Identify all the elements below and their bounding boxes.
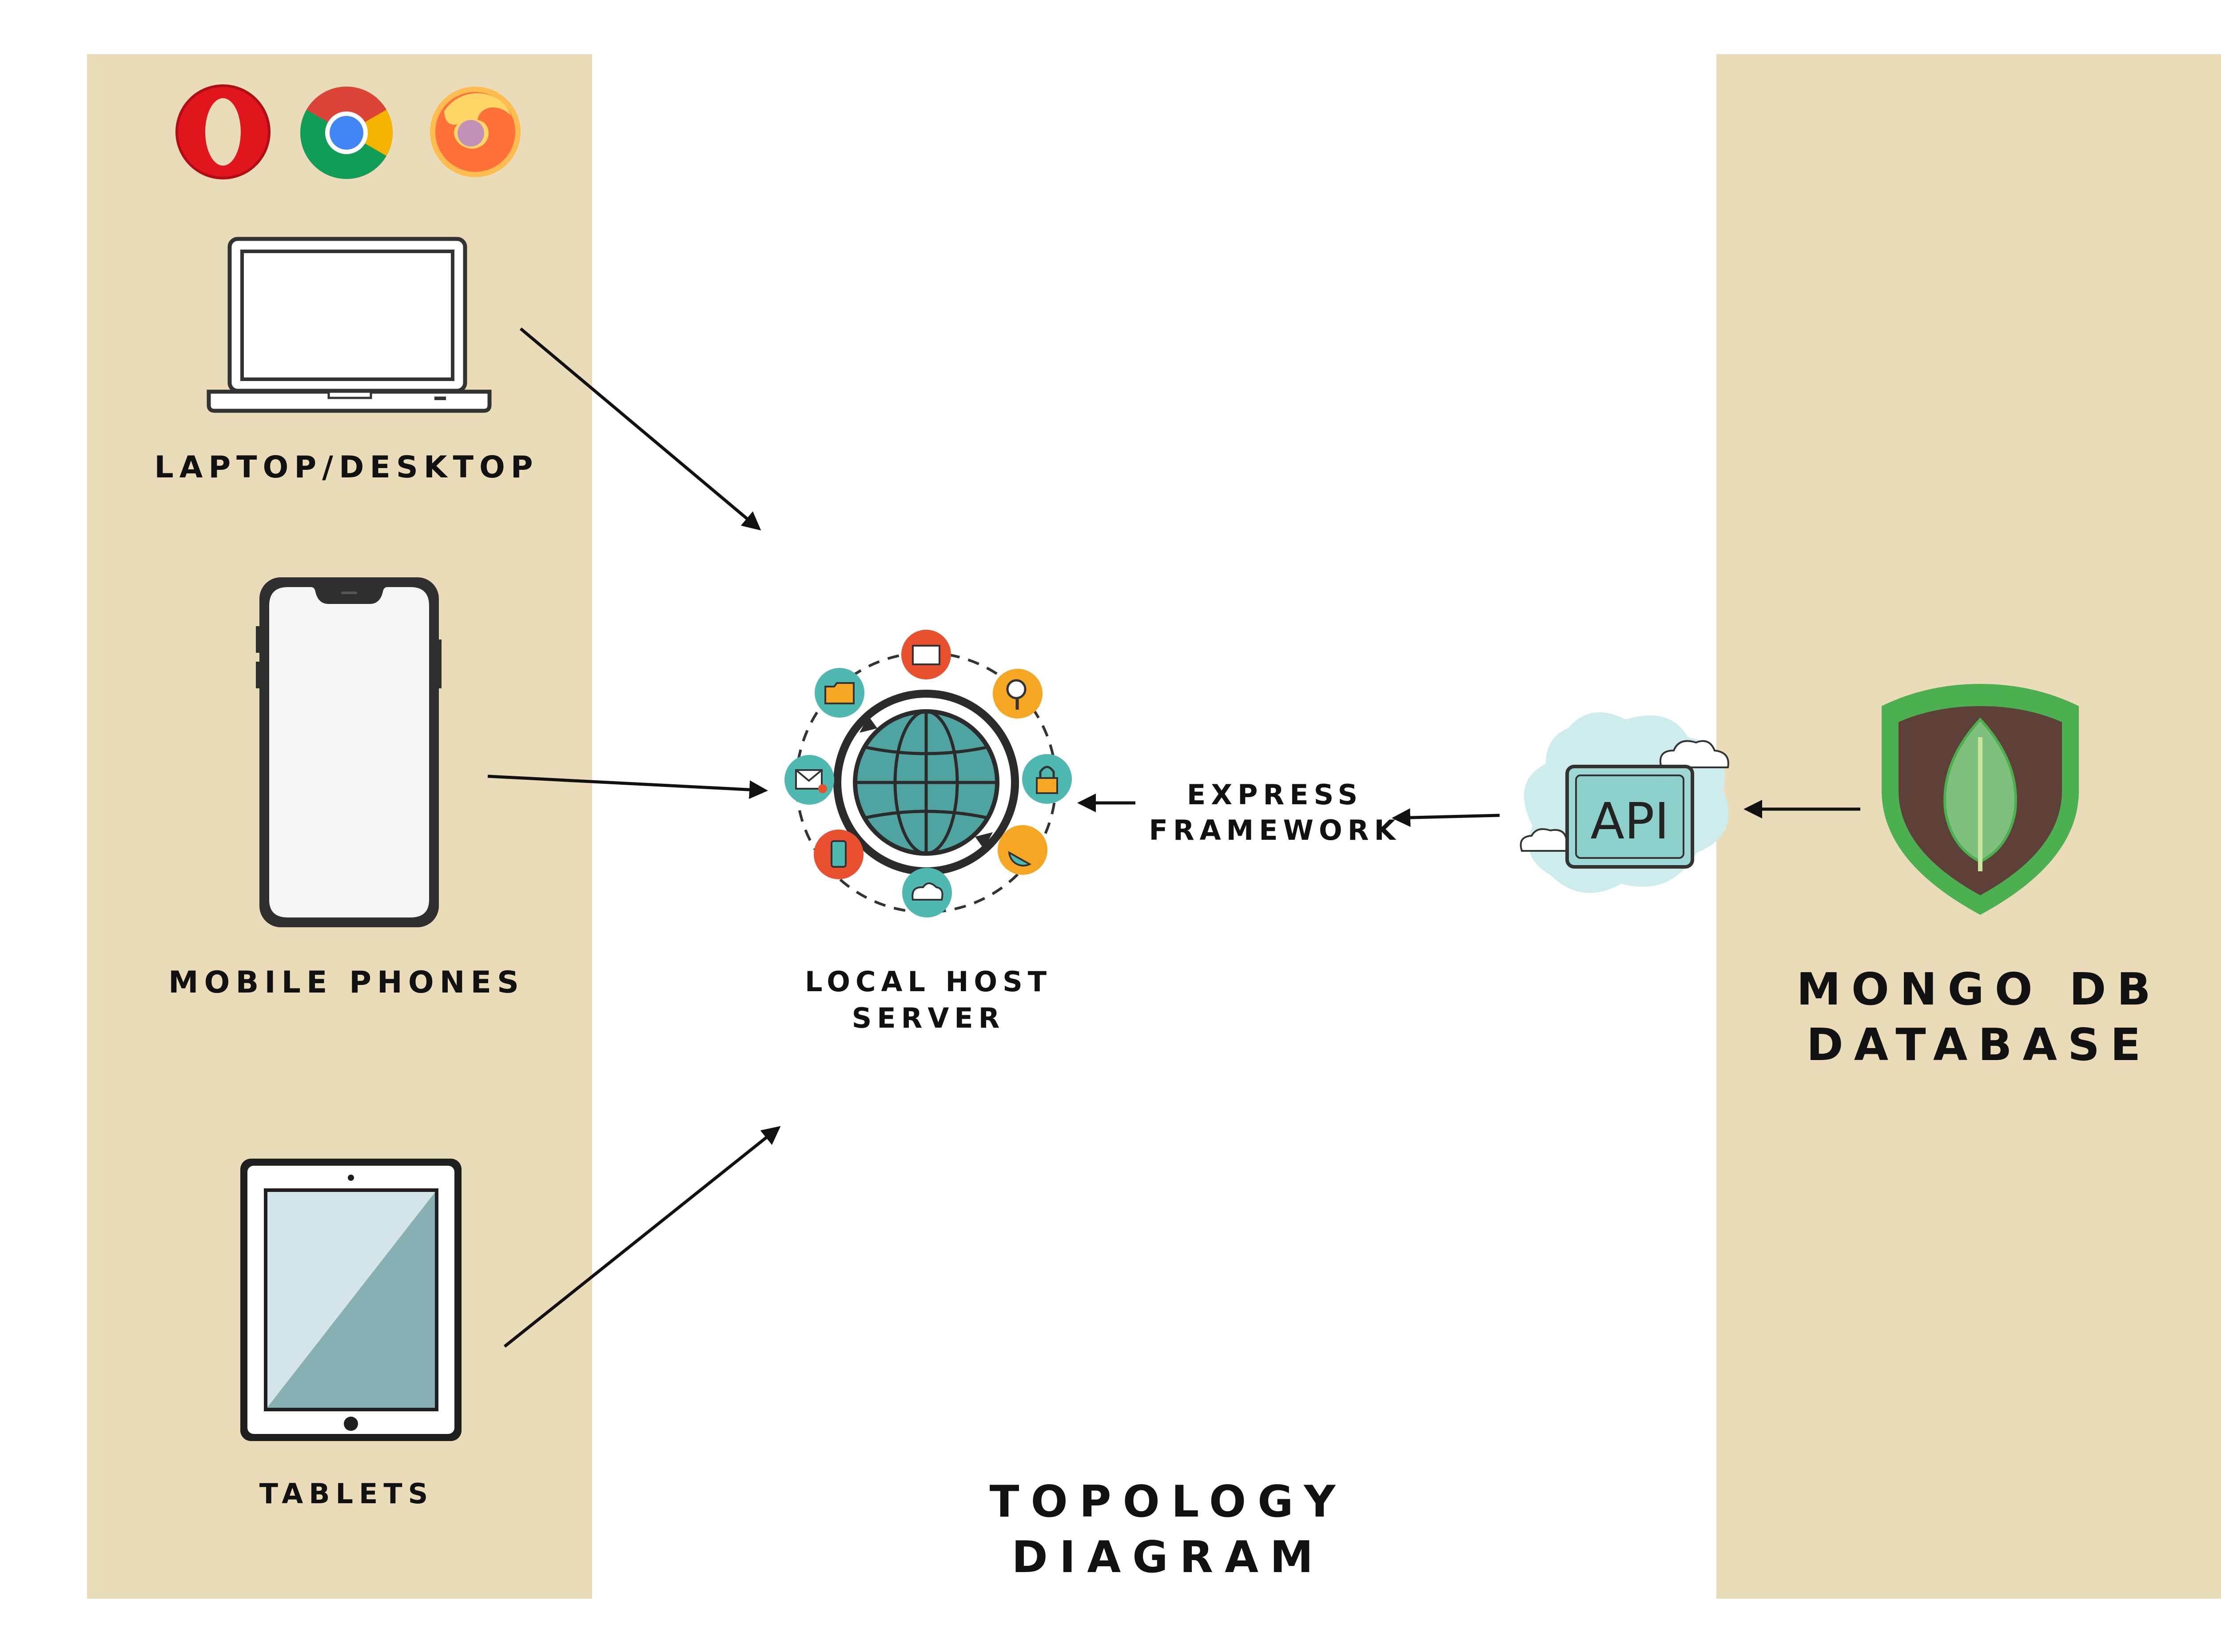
folder-icon xyxy=(815,668,864,718)
mobile-label: MOBILE PHONES xyxy=(168,965,525,1000)
api-cloud-icon: API xyxy=(1520,712,1729,893)
code-icon xyxy=(901,630,951,679)
search-icon xyxy=(993,669,1043,719)
arrow-laptop-to-server xyxy=(519,327,761,531)
chrome-icon xyxy=(300,87,393,179)
arrow-api-to-framework xyxy=(1392,808,1500,827)
server-label: LOCAL HOST SERVER xyxy=(804,965,1052,1034)
satellite-icon xyxy=(998,825,1047,875)
mail-icon xyxy=(784,755,834,805)
api-text: API xyxy=(1590,793,1669,850)
arrow-mobile-to-server xyxy=(487,774,768,799)
database-label: MONGO DB DATABASE xyxy=(1796,963,2161,1071)
tablet-icon xyxy=(240,1159,462,1441)
mongodb-icon xyxy=(1882,684,2079,915)
tablet-label: TABLETS xyxy=(259,1477,434,1510)
mobile-phone-icon xyxy=(256,577,442,927)
lock-icon xyxy=(1022,754,1072,804)
firefox-icon xyxy=(430,87,521,177)
cloud-icon xyxy=(902,868,952,917)
phone-small-icon xyxy=(814,830,864,879)
diagram-title: TOPOLOGY DIAGRAM xyxy=(989,1477,1347,1583)
arrow-tablet-to-server xyxy=(503,1126,781,1348)
opera-icon xyxy=(175,84,271,179)
framework-label: EXPRESS FRAMEWORK xyxy=(1149,778,1401,846)
laptop-icon xyxy=(207,237,492,413)
laptop-label: LAPTOP/DESKTOP xyxy=(154,450,539,485)
